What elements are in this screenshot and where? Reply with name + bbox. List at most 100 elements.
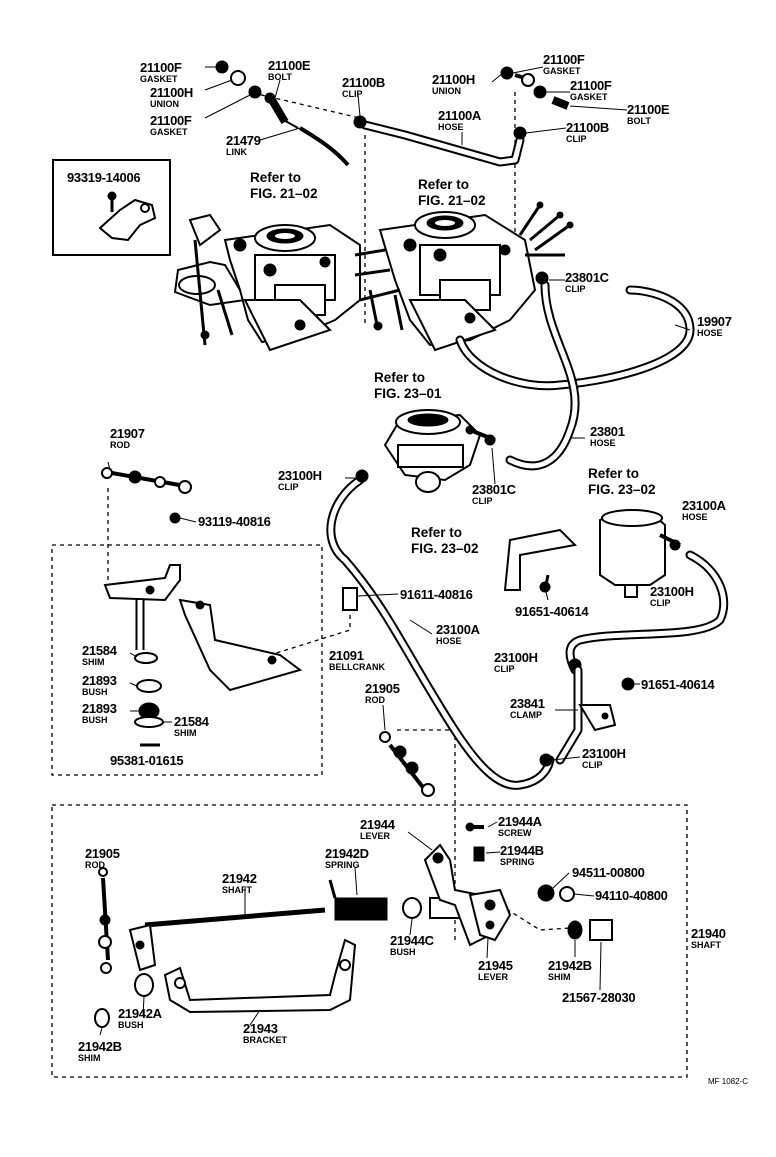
right-fittings [500,66,570,140]
part-name-shim: SHIM [548,972,571,982]
part-number-21100e: 21100E [268,58,311,73]
part-number-21567-28030: 21567-28030 [562,990,635,1005]
part-name-union: UNION [150,99,179,109]
left-fittings [215,60,367,167]
part-number-23801: 23801 [590,424,625,439]
part-name-bolt: BOLT [627,116,651,126]
part-number-94511-00800: 94511-00800 [572,865,645,880]
part-number-21944: 21944 [360,817,396,832]
ref-fig-21-02-left-line2: FIG. 21–02 [250,186,318,201]
part-name-rod: ROD [365,695,386,705]
hose-21100a [360,120,525,167]
part-name-shim: SHIM [174,728,197,738]
part-number-95381-01615: 95381-01615 [110,753,183,768]
part-number-21942: 21942 [222,871,257,886]
part-name-bolt: BOLT [268,72,292,82]
part-number-21893: 21893 [82,673,117,688]
clamp-23841 [555,665,635,765]
part-name-shaft: SHAFT [691,940,721,950]
part-number-23801c: 23801C [565,270,610,285]
part-number-23100h: 23100H [494,650,538,665]
part-number-23801c: 23801C [472,482,517,497]
part-labels: 21100FGASKET21100HUNION21100FGASKET21100… [78,52,732,1063]
part-number-21100f: 21100F [140,60,182,75]
part-number-23100h: 23100H [278,468,322,483]
bellcrank-21091 [103,564,358,692]
part-name-hose: HOSE [436,636,462,646]
inset-part-number: 93319-14006 [67,170,140,185]
part-number-19907: 19907 [697,314,732,329]
part-name-rod: ROD [110,440,131,450]
part-name-hose: HOSE [682,512,708,522]
part-number-21100h: 21100H [432,72,475,87]
part-name-clip: CLIP [342,89,363,99]
part-name-shim: SHIM [82,657,105,667]
ref-fig-23-01-line2: FIG. 23–01 [374,386,442,401]
part-number-21942b: 21942B [548,958,592,973]
part-name-lever: LEVER [478,972,509,982]
part-name-link: LINK [226,147,247,157]
part-number-21100e: 21100E [627,102,670,117]
part-name-bellcrank: BELLCRANK [329,662,385,672]
part-name-spring: SPRING [500,857,535,867]
part-name-gasket: GASKET [543,66,581,76]
part-number-23100h: 23100H [650,584,694,599]
inset-bracket [98,191,157,242]
part-number-21944b: 21944B [500,843,544,858]
part-number-21100a: 21100A [438,108,482,123]
part-name-clip: CLIP [566,134,587,144]
part-name-gasket: GASKET [570,92,608,102]
part-name-gasket: GASKET [150,127,188,137]
part-number-93119-40816: 93119-40816 [198,514,271,529]
part-name-bush: BUSH [82,715,108,725]
hose-19907 [455,285,695,391]
twin-carburetor-assembly [173,201,574,352]
part-number-21944a: 21944A [498,814,543,829]
part-number-23841: 23841 [510,696,545,711]
hose-23801 [505,271,580,471]
part-name-clip: CLIP [582,760,603,770]
ref-fig-21-02-right-line1: Refer to [418,177,469,192]
fuel-pump [383,409,496,493]
part-name-clip: CLIP [565,284,586,294]
hose-23100a-center [326,469,555,790]
part-number-21905: 21905 [85,846,120,861]
part-number-21100f: 21100F [570,78,612,93]
part-number-23100a: 23100A [682,498,727,513]
part-name-bracket: BRACKET [243,1035,288,1045]
ref-fig-23-02-center-line1: Refer to [411,525,462,540]
part-number-21893: 21893 [82,701,117,716]
part-number-21907: 21907 [110,426,145,441]
part-name-clamp: CLAMP [510,710,542,720]
ref-fig-21-02-right-line2: FIG. 21–02 [418,193,486,208]
part-number-23100a: 23100A [436,622,481,637]
ref-fig-23-02-center-line2: FIG. 23–02 [411,541,479,556]
part-number-21584: 21584 [82,643,118,658]
bellcrank-assembly-box [51,544,323,776]
part-name-bush: BUSH [82,687,108,697]
part-name-clip: CLIP [472,496,493,506]
part-name-hose: HOSE [438,122,464,132]
rod-21905-middle [379,731,435,797]
shaft-assembly [94,822,613,1028]
shaft-assembly-box [51,804,688,1078]
part-number-21944c: 21944C [390,933,435,948]
part-number-23100h: 23100H [582,746,626,761]
ref-fig-23-01-line1: Refer to [374,370,425,385]
part-number-21942d: 21942D [325,846,369,861]
part-name-shaft: SHAFT [222,885,252,895]
part-number-91651-40614: 91651-40614 [515,604,589,619]
inset-box [52,159,171,256]
part-number-21942b: 21942B [78,1039,122,1054]
part-number-21100b: 21100B [342,75,385,90]
shim-bush-stack [134,652,164,747]
part-number-21942a: 21942A [118,1006,163,1021]
part-name-clip: CLIP [278,482,299,492]
diagram-code: MF 1082-C [708,1077,748,1086]
part-number-21100b: 21100B [566,120,609,135]
rod-21907 [101,467,192,524]
part-number-21584: 21584 [174,714,210,729]
ref-fig-21-02-left-line1: Refer to [250,170,301,185]
part-name-clip: CLIP [650,598,671,608]
